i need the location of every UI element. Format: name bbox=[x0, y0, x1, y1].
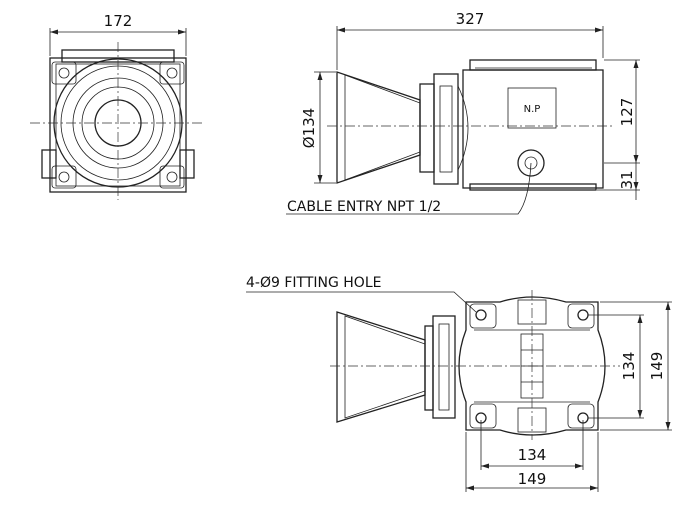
overall-height-vertical-dimension: 149 bbox=[648, 352, 666, 381]
cable-entry-leader bbox=[286, 162, 532, 215]
front-width-dimension: 172 bbox=[104, 12, 133, 30]
front-right-boss bbox=[179, 149, 195, 179]
top-body bbox=[458, 296, 606, 436]
bolt-icon bbox=[166, 67, 178, 79]
nameplate bbox=[507, 87, 557, 129]
cable-entry-boss bbox=[517, 149, 545, 177]
bolt-icon bbox=[58, 67, 70, 79]
side-neck-flange bbox=[433, 73, 459, 185]
side-length-dimension: 327 bbox=[456, 10, 485, 28]
side-view: N.P 327 Ø134 127 31 CABLE ENTRY NPT bbox=[286, 10, 640, 215]
bolt-icon bbox=[58, 171, 70, 183]
fitting-hole-icon bbox=[475, 309, 487, 321]
entry-offset-dimension: 31 bbox=[618, 170, 636, 189]
top-view: 4-Ø9 FITTING HOLE 134 149 134 149 bbox=[246, 275, 672, 492]
front-left-boss bbox=[41, 149, 57, 179]
fitting-hole-label: 4-Ø9 FITTING HOLE bbox=[246, 275, 381, 291]
hole-spacing-vertical-dimension: 134 bbox=[620, 352, 638, 381]
fitting-hole-leader bbox=[246, 291, 477, 313]
side-horn bbox=[336, 71, 421, 184]
nameplate-label: N.P bbox=[524, 104, 541, 115]
horn-diameter-dimension: Ø134 bbox=[300, 108, 318, 148]
cable-entry-label: CABLE ENTRY NPT 1/2 bbox=[287, 199, 441, 215]
top-neck-flange bbox=[432, 315, 456, 419]
bolt-icon bbox=[166, 171, 178, 183]
side-height-dimension: 127 bbox=[618, 98, 636, 127]
front-view: 172 bbox=[30, 12, 205, 200]
fitting-hole-icon bbox=[577, 309, 589, 321]
overall-width-horizontal-dimension: 149 bbox=[518, 470, 547, 488]
hole-spacing-horizontal-dimension: 134 bbox=[518, 446, 547, 464]
